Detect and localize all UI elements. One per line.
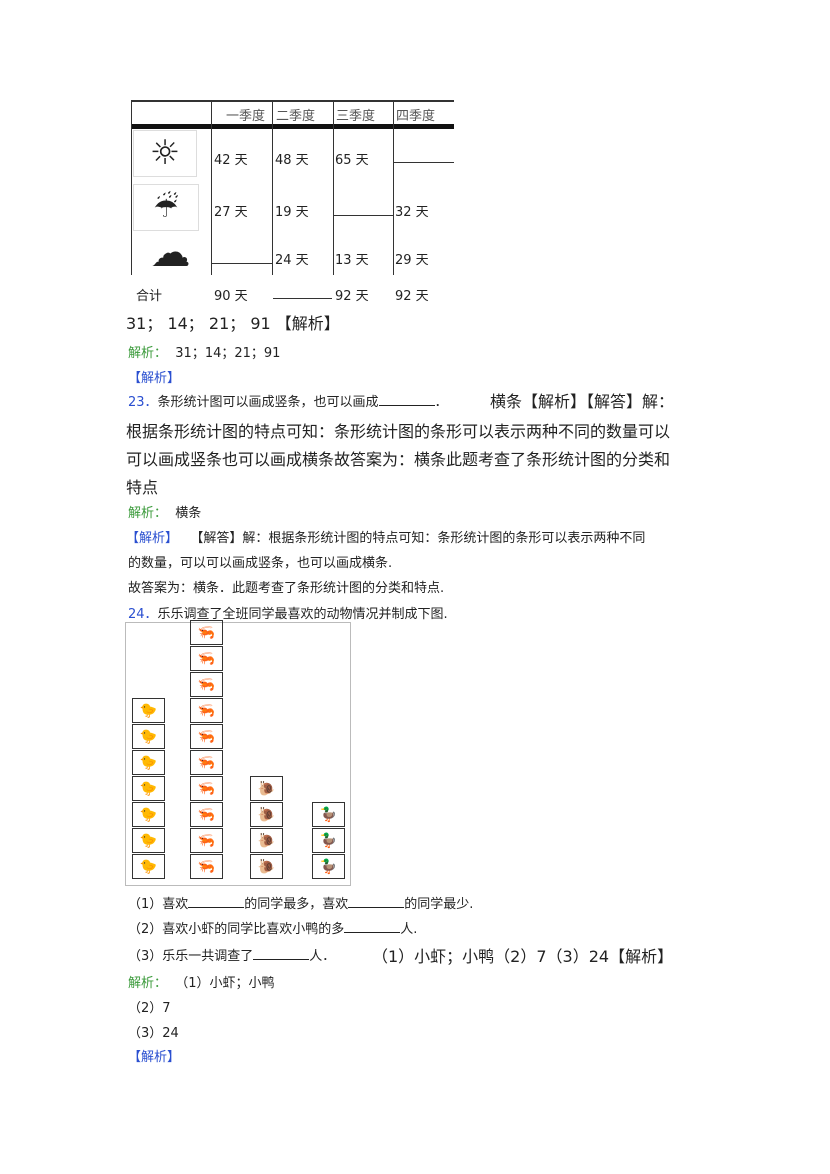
cell: 13 天 [335,253,369,268]
chick-icon: 🐤 [132,854,165,879]
q23-number: 23． [128,395,158,410]
analysis-text: 31；14；21；91 [175,346,281,361]
cell: 29 天 [395,253,429,268]
duck-icon: 🦆 [312,854,345,879]
cell: 48 天 [275,153,309,168]
chick-icon: 🐤 [132,802,165,827]
shrimp-icon: 🦐 [190,672,223,697]
shrimp-icon: 🦐 [190,698,223,723]
chick-icon: 🐤 [132,698,165,723]
q24-question: 乐乐调查了全班同学最喜欢的动物情况并制成下图. [157,607,448,622]
chick-icon: 🐤 [132,776,165,801]
cell: 27 天 [214,205,248,220]
shrimp-icon: 🦐 [190,724,223,749]
shrimp-icon: 🦐 [190,620,223,645]
analysis-label: 解析： [128,976,168,991]
chick-icon: 🐤 [132,724,165,749]
shrimp-icon: 🦐 [190,750,223,775]
q24-answer: （1）小虾；小鸭（2）7（3）24【解析】 [372,947,674,966]
q22-answer: 31； 14； 21； 91 【解析】 [126,314,340,333]
cell: 92 天 [335,289,369,304]
q24-part2: 人. [400,922,418,937]
jieda-text: 故答案为：横条．此题考查了条形统计图的分类和特点. [128,581,445,596]
jieda-text: 【解答】解：根据条形统计图的特点可知：条形统计图的条形可以表示两种不同 [190,531,646,546]
punct: ． [434,395,448,410]
snail-icon: 🐌 [250,802,283,827]
analysis-text: （2）7 [128,1001,171,1016]
q24-part1: （1）喜欢 [128,897,189,912]
q23-answer: 特点 [126,478,159,497]
header-q3: 三季度 [336,109,376,124]
cloud-icon: ☁ [150,230,191,276]
jieda-text: 的数量，可以可以画成竖条，也可以画成横条. [128,556,393,571]
snail-icon: 🐌 [250,776,283,801]
snail-icon: 🐌 [250,828,283,853]
cell: 24 天 [275,253,309,268]
cell: 19 天 [275,205,309,220]
cell: 42 天 [214,153,248,168]
q24-number: 24． [128,607,158,622]
shrimp-icon: 🦐 [190,646,223,671]
q24-part3: （3）乐乐一共调查了 [128,949,254,964]
cell: 92 天 [395,289,429,304]
analysis-text: （3）24 [128,1026,179,1041]
duck-icon: 🦆 [312,802,345,827]
jiexi-label: 【解析】 [128,1050,181,1065]
chick-icon: 🐤 [132,750,165,775]
q24-part1: 的同学最多，喜欢 [244,897,349,912]
shrimp-icon: 🦐 [190,828,223,853]
shrimp-icon: 🦐 [190,854,223,879]
jiexi-label: 【解析】 [126,531,179,546]
table-header: 一季度 二季度 三季度 四季度 [131,100,454,129]
q23-answer: 横条【解析】【解答】解： [490,392,675,411]
sun-icon: ☼ [133,130,197,177]
q23-question: 条形统计图可以画成竖条，也可以画成 [157,395,379,410]
header-q4: 四季度 [396,109,436,124]
cell: 90 天 [214,289,248,304]
jiexi-label: 【解析】 [128,371,181,386]
cell: 32 天 [395,205,429,220]
shrimp-icon: 🦐 [190,802,223,827]
analysis-text: （1）小虾；小鸭 [175,976,275,991]
snail-icon: 🐌 [250,854,283,879]
analysis-label: 解析： [128,506,168,521]
q24-part1: 的同学最少. [404,897,474,912]
chick-icon: 🐤 [132,828,165,853]
q23-answer: 根据条形统计图的特点可知：条形统计图的条形可以表示两种不同的数量可以 [126,422,671,441]
duck-icon: 🦆 [312,828,345,853]
header-q1: 一季度 [226,109,266,124]
q24-part3: 人． [309,949,336,964]
q23-answer: 可以画成竖条也可以画成横条故答案为：横条此题考查了条形统计图的分类和 [126,450,671,469]
analysis-text: 横条 [175,506,202,521]
shrimp-icon: 🦐 [190,776,223,801]
wind-rain-icon: ☔ [133,184,199,231]
pictograph-chart: 🐤🐤🐤🐤🐤🐤🐤🦐🦐🦐🦐🦐🦐🦐🦐🦐🦐🐌🐌🐌🐌🦆🦆🦆 [125,620,351,886]
total-label: 合计 [136,289,163,304]
header-q2: 二季度 [276,109,316,124]
analysis-label: 解析： [128,346,168,361]
cell: 65 天 [335,153,369,168]
q24-part2: （2）喜欢小虾的同学比喜欢小鸭的多 [128,922,345,937]
